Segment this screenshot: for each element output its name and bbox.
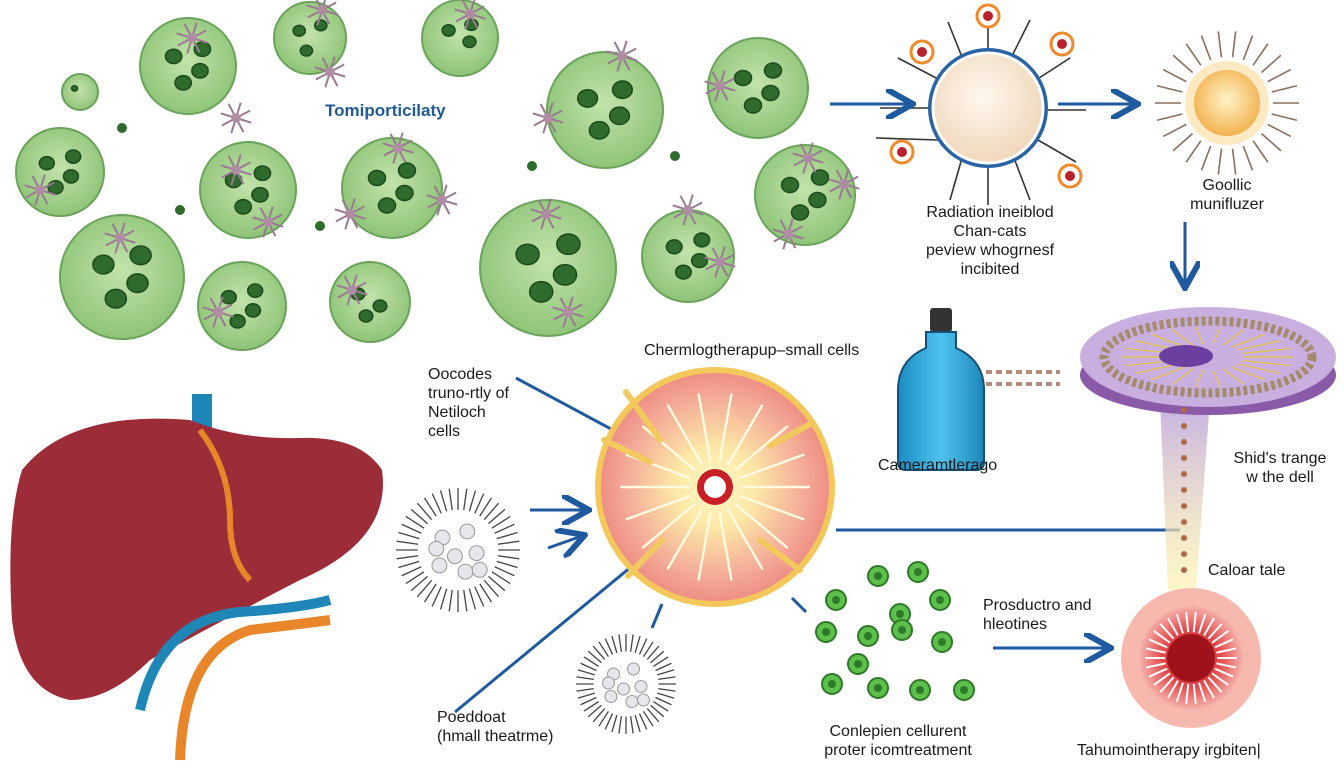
goollic-line-1: Goollic [1202, 177, 1252, 194]
purple-spiky-cell-icon [792, 142, 824, 174]
radiation-line-1: Radiation ineiblod [926, 204, 1054, 221]
purple-spiky-cell-icon [336, 274, 368, 306]
purple-spiky-cell-icon [552, 296, 584, 328]
green-cell-icon [15, 127, 105, 217]
purple-spiky-cell-icon [176, 22, 208, 54]
green-dot-icon [857, 625, 879, 647]
green-dot-icon [867, 565, 889, 587]
green-dot-icon [907, 561, 929, 583]
oocodes-line-2: truno-rtly of [428, 385, 509, 402]
poeddoat-label: Poeddoat (hmall theatrme) [437, 708, 553, 746]
green-cell-icon [421, 0, 499, 77]
purple-spiky-cell-icon [382, 132, 414, 164]
green-cell-icon [61, 73, 99, 111]
purple-spiky-cell-icon [454, 0, 486, 30]
tahumo-label: Tahumointherapy irgbiten| [1077, 742, 1261, 759]
purple-spiky-cell-icon [772, 218, 804, 250]
shids-label: Shid's trange w the dell [1220, 449, 1340, 487]
purple-spiky-cell-icon [704, 246, 736, 278]
purple-spiky-cell-icon [530, 198, 562, 230]
prosductro-label: Prosductro and hleotines [983, 596, 1092, 634]
purple-spiky-cell-icon [334, 198, 366, 230]
green-cell-icon [273, 1, 347, 75]
green-dot-icon [821, 673, 843, 695]
shids-line-2: w the dell [1246, 469, 1314, 486]
green-dot-icon [825, 589, 847, 611]
conlepien-label: Conlepien cellurent proter icomtreatment [808, 722, 988, 760]
white-cell-cluster [396, 488, 676, 734]
oocodes-line-3: Netiloch [428, 404, 486, 421]
purple-spiky-cell-icon [828, 168, 860, 200]
green-cell-icon [341, 137, 443, 239]
prosductro-line-2: hleotines [983, 616, 1048, 633]
purple-spiky-cell-icon [202, 296, 234, 328]
green-dot-icon [931, 631, 953, 653]
oocodes-line-1: Oocodes [428, 366, 493, 383]
target-cell-icon [595, 367, 835, 607]
green-cell-icon [197, 261, 287, 351]
prosductro-line-1: Prosductro and [983, 597, 1092, 614]
green-cell-icon [641, 209, 735, 303]
purple-spiky-cell-icon [104, 222, 136, 254]
radiation-line-2: Chan-cats [953, 223, 1027, 240]
purple-spiky-cell-icon [220, 154, 252, 186]
green-cell-icon [754, 144, 856, 246]
purple-spiky-cell-icon [252, 206, 284, 238]
chemo-title: Chermlogtherapup–small cells [644, 342, 860, 359]
green-dot-icon [815, 621, 837, 643]
green-cell-icon [479, 199, 617, 337]
green-dot-icon [909, 679, 931, 701]
purple-spiky-cell-icon [672, 194, 704, 226]
white-spiky-cell-icon [396, 488, 520, 612]
radiation-line-3: peview whogrnesf [925, 242, 1055, 259]
radiation-disc-icon [1080, 307, 1336, 590]
conlepien-line-2: proter icomtreatment [824, 742, 972, 759]
green-dot-icon [867, 677, 889, 699]
camera-label: Cameramtlerago [878, 457, 998, 474]
caloar-label: Caloar tale [1208, 562, 1286, 579]
purple-spiky-cell-icon [606, 40, 638, 72]
green-cell-icon [546, 51, 664, 169]
purple-spiky-cell-icon [314, 56, 346, 88]
goollic-line-2: munifluzer [1190, 196, 1264, 213]
purple-spiky-cell-icon [24, 174, 56, 206]
purple-spiky-cell-icon [306, 0, 338, 26]
radiation-line-4: incibited [960, 261, 1020, 278]
goollic-label: Goollic munifluzer [1165, 176, 1289, 214]
white-spiky-cell-icon [576, 634, 676, 734]
purple-spiky-cell-icon [532, 102, 564, 134]
oocodes-line-4: cells [428, 423, 461, 440]
tumor-icon [1121, 588, 1261, 728]
green-cell-icon [329, 261, 411, 343]
green-cell-icon [707, 37, 809, 139]
medicine-bottle-icon [897, 308, 1060, 471]
purple-spiky-cell-icon [704, 70, 736, 102]
poeddoat-line-1: Poeddoat [437, 709, 506, 726]
green-cell-cluster [15, 0, 860, 351]
green-dot-icon [929, 589, 951, 611]
sun-cell-icon [1155, 31, 1299, 175]
conlepien-line-1: Conlepien cellurent [829, 723, 967, 740]
shids-line-1: Shid's trange [1233, 450, 1327, 467]
liver-icon [10, 394, 383, 761]
green-dot-cells [815, 561, 975, 701]
poeddoat-line-2: (hmall theatrme) [437, 728, 554, 745]
top-title: Tomiporticilaty [325, 101, 446, 120]
radiation-cell-icon [875, 3, 1086, 205]
green-cell-icon [139, 17, 237, 115]
radiation-label: Radiation ineiblod Chan-cats peview whog… [905, 203, 1075, 279]
green-cell-icon [199, 141, 297, 239]
oocodes-label: Oocodes truno-rtly of Netiloch cells [428, 365, 509, 441]
green-dot-icon [953, 679, 975, 701]
green-dot-icon [847, 653, 869, 675]
purple-spiky-cell-icon [426, 184, 458, 216]
green-dot-icon [891, 619, 913, 641]
purple-spiky-cell-icon [220, 102, 252, 134]
